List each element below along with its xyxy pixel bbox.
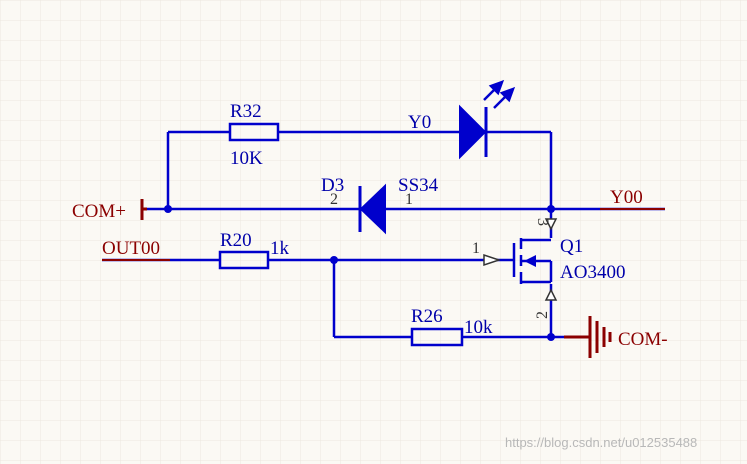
led-light-arrows-icon: [483, 79, 516, 109]
mosfet-q1: Q1 AO3400 1 3 2: [472, 218, 625, 319]
drain-pin-arrow-icon: [544, 218, 558, 231]
ground-com-minus-icon: [564, 316, 612, 358]
resistor-r26: R26 10k: [410, 306, 493, 347]
r26-designator: R26: [411, 306, 443, 327]
q1-designator: Q1: [560, 236, 583, 257]
r20-value: 1k: [270, 238, 290, 259]
out00-label: OUT00: [102, 238, 160, 259]
q1-pin-2: 2: [534, 311, 551, 319]
led-y0: Y0: [408, 79, 516, 160]
com-minus-label: COM-: [618, 329, 668, 350]
junction-dot: [164, 205, 172, 213]
gate-arrow-icon: [483, 253, 502, 267]
junction-dot: [547, 333, 555, 341]
r20-designator: R20: [220, 230, 252, 251]
q1-pin-3: 3: [534, 218, 551, 226]
d3-value: SS34: [398, 175, 439, 196]
q1-value: AO3400: [560, 262, 625, 283]
d3-pin-1: 1: [405, 191, 413, 208]
d3-pin-2: 2: [330, 191, 338, 208]
d3-triangle: [359, 183, 386, 235]
resistor-r26-body: [410, 327, 464, 347]
y00-label: Y00: [610, 187, 643, 208]
y0-designator: Y0: [408, 112, 431, 133]
resistor-r32-body: [228, 122, 280, 142]
port-com-plus: COM+: [72, 199, 147, 222]
d3-designator: D3: [321, 175, 344, 196]
junction-dot: [547, 205, 555, 213]
r26-value: 10k: [464, 317, 493, 338]
led-triangle: [459, 104, 487, 160]
wires: [102, 130, 665, 339]
resistor-r20: R20 1k: [218, 230, 290, 270]
junction-dot: [330, 256, 338, 264]
watermark-text: https://blog.csdn.net/u012535488: [505, 435, 697, 450]
com-plus-label: COM+: [72, 201, 126, 222]
resistor-r32: R32 10K: [228, 101, 280, 169]
resistor-r20-body: [218, 250, 270, 270]
r32-designator: R32: [230, 101, 262, 122]
q1-pin-1: 1: [472, 240, 480, 257]
junctions: [164, 205, 555, 341]
body-arrow-icon: [524, 255, 536, 267]
diode-d3: D3 SS34 2 1: [321, 175, 439, 235]
r32-value: 10K: [230, 148, 263, 169]
source-pin-arrow-icon: [544, 288, 558, 301]
